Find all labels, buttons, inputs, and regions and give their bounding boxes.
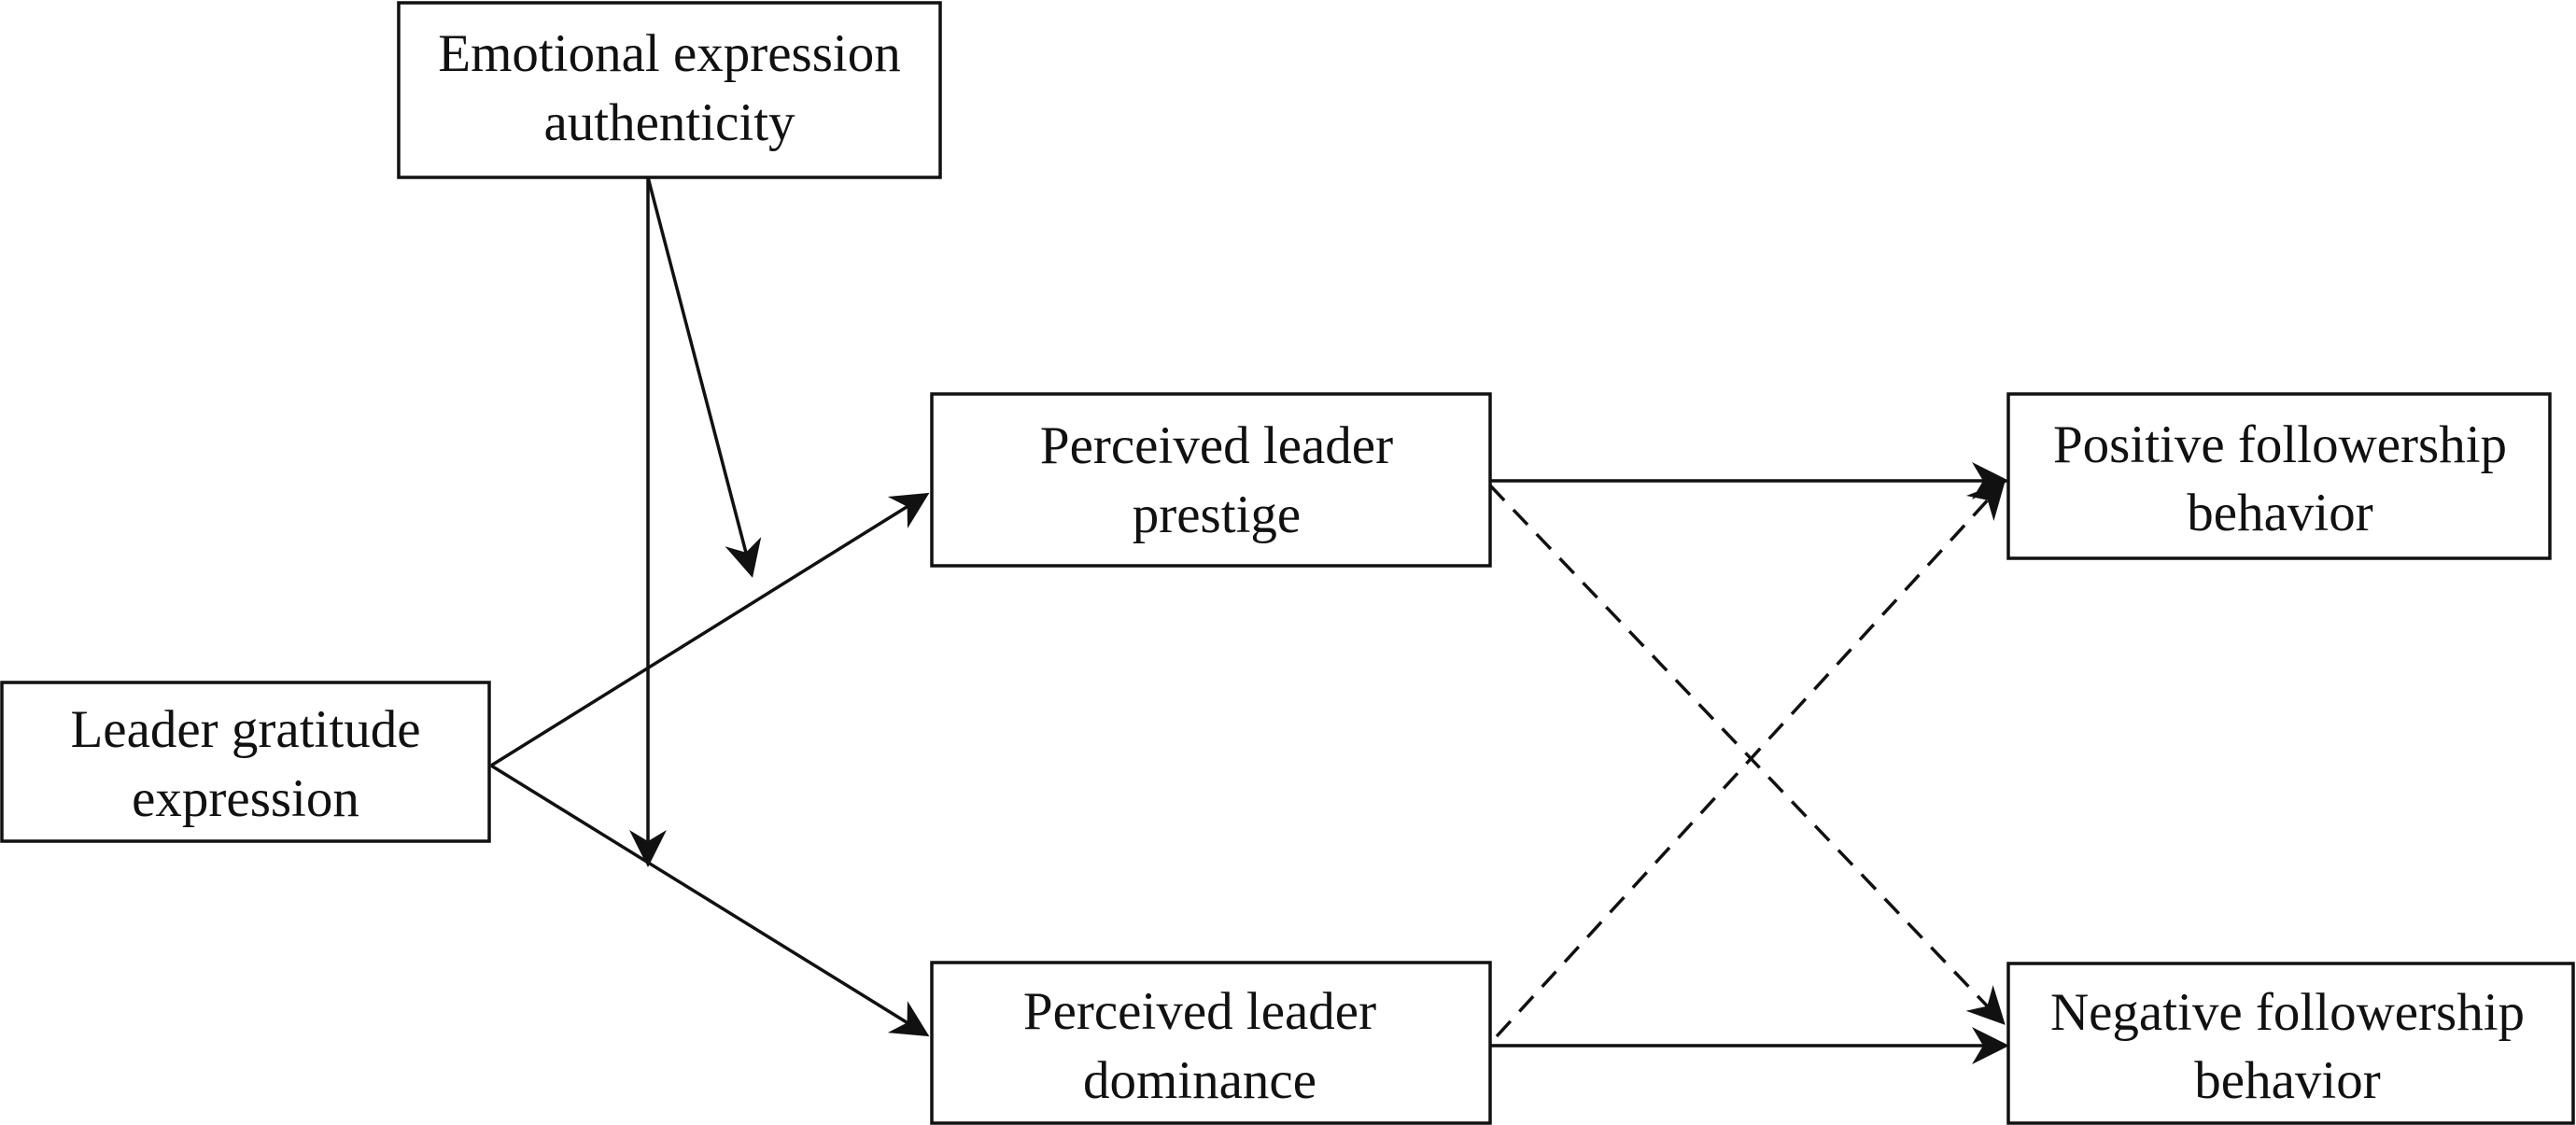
svg-text:Perceived leader: Perceived leader xyxy=(1040,416,1393,475)
node-box xyxy=(930,961,1492,1125)
node-positive-followership-behavior: Positive followership behavior xyxy=(2006,392,2552,560)
node-perceived-leader-dominance: Perceived leader dominance xyxy=(930,961,1492,1125)
node-label-line2: authenticity xyxy=(543,93,795,152)
svg-text:Positive followership: Positive followership xyxy=(2053,415,2507,474)
edge-dominance-to-positive xyxy=(1495,481,2006,1038)
node-emotional-expression-authenticity: Emotional expression authenticity xyxy=(397,1,942,179)
node-box xyxy=(930,392,1492,568)
node-label-line1: Negative followership xyxy=(2050,983,2525,1042)
svg-text:prestige: prestige xyxy=(1133,485,1301,544)
node-label-line2: expression xyxy=(132,769,359,828)
node-label-line2: prestige xyxy=(1133,485,1301,544)
node-label-line2: behavior xyxy=(2187,484,2372,542)
node-label-line1: Perceived leader xyxy=(1023,982,1376,1041)
edges xyxy=(490,176,2009,1064)
edge-gratitude-to-prestige xyxy=(490,492,930,767)
node-negative-followership-behavior: Negative followership behavior xyxy=(2006,962,2575,1125)
svg-text:Negative followership: Negative followership xyxy=(2050,983,2525,1042)
node-box xyxy=(2006,392,2552,560)
svg-text:dominance: dominance xyxy=(1083,1051,1316,1110)
node-label-line2: behavior xyxy=(2194,1051,2380,1110)
node-label-line1: Emotional expression xyxy=(438,24,901,83)
node-box xyxy=(2006,962,2575,1125)
edge-gratitude-to-dominance xyxy=(490,764,930,1037)
node-label-line2: dominance xyxy=(1083,1051,1316,1110)
svg-text:Leader gratitude: Leader gratitude xyxy=(70,700,420,759)
node-perceived-leader-prestige: Perceived leader prestige xyxy=(930,392,1492,568)
svg-text:behavior: behavior xyxy=(2187,484,2372,542)
svg-text:authenticity: authenticity xyxy=(543,93,795,152)
node-leader-gratitude-expression: Leader gratitude expression xyxy=(0,681,491,843)
svg-text:behavior: behavior xyxy=(2194,1051,2380,1110)
svg-text:Perceived leader: Perceived leader xyxy=(1023,982,1376,1041)
svg-text:expression: expression xyxy=(132,769,359,828)
node-label-line1: Leader gratitude xyxy=(70,700,420,759)
svg-text:Emotional expression: Emotional expression xyxy=(438,24,901,83)
node-box xyxy=(397,1,942,179)
node-label-line1: Positive followership xyxy=(2053,415,2507,474)
node-label-line1: Perceived leader xyxy=(1040,416,1393,475)
edge-prestige-to-negative xyxy=(1488,484,2006,1025)
node-box xyxy=(0,681,491,843)
edge-moderation-to-prestige-path xyxy=(646,176,762,578)
